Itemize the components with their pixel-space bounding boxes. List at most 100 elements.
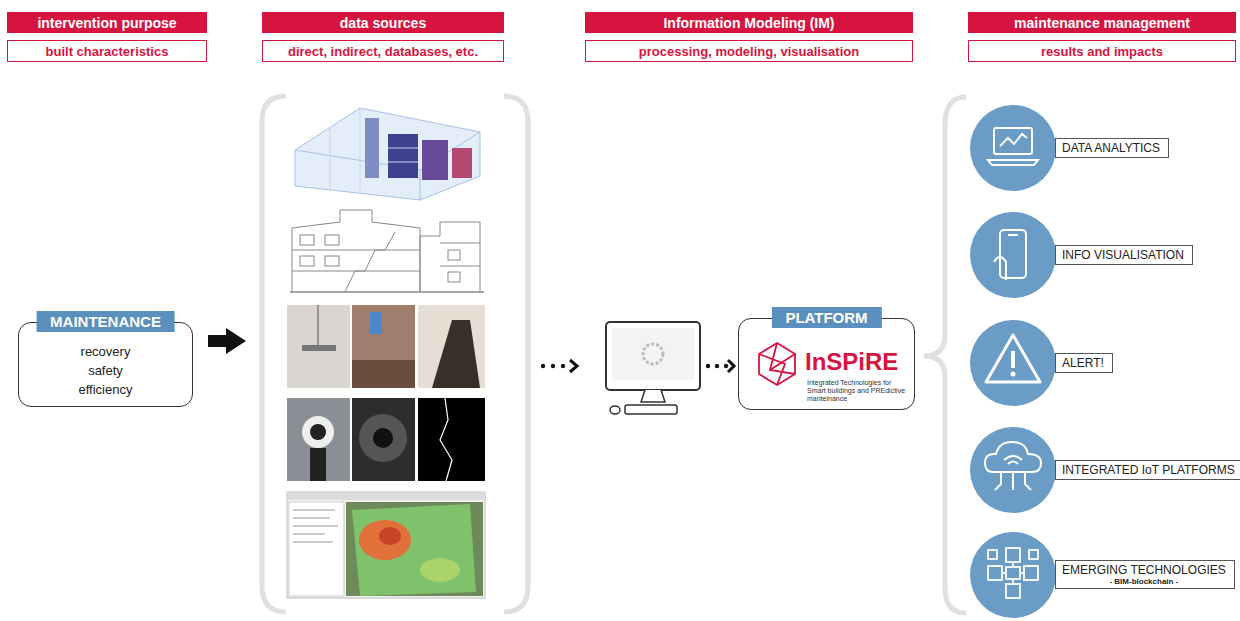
result-icon (970, 427, 1056, 513)
result-label-box: ALERT! (1055, 353, 1113, 373)
result-icon (970, 320, 1056, 406)
section-drawing (448, 272, 460, 282)
result-label: DATA ANALYTICS (1062, 141, 1160, 155)
gis-map (293, 510, 335, 511)
dotted-arrow (541, 364, 545, 368)
header-subtitle-box: direct, indirect, databases, etc. (262, 40, 504, 62)
platform-box: PLATFORMInSPiREIntegrated Technologies f… (738, 318, 915, 410)
gis-map (346, 502, 483, 596)
gis-map (287, 492, 485, 598)
gis-map (293, 518, 330, 519)
blockchain-glyph (1006, 567, 1020, 579)
result-icon (970, 532, 1056, 618)
computer-icon (625, 405, 677, 414)
blockchain-glyph (1002, 572, 1006, 574)
blockchain-glyph (1006, 584, 1020, 598)
computer-icon (606, 322, 700, 390)
column-subheading: results and impacts (1041, 44, 1163, 59)
bim-model (295, 108, 480, 200)
result-sublabel: - BIM-blockchain - (1062, 577, 1226, 586)
site-photo (302, 345, 336, 351)
alert-glyph (1011, 372, 1016, 377)
site-photo (310, 424, 326, 440)
dotted-arrow (551, 364, 555, 368)
gis-map (287, 492, 485, 598)
header-subtitle-box: built characteristics (7, 40, 207, 62)
logo-mark (759, 343, 795, 385)
section-drawing (420, 222, 480, 292)
gis-map (420, 558, 460, 582)
section-drawing (345, 232, 395, 292)
phone-glyph (994, 230, 1026, 280)
site-photo (352, 305, 415, 388)
gis-map (289, 502, 344, 596)
bim-model (388, 162, 418, 163)
gis-map (293, 542, 333, 543)
section-drawing (290, 210, 484, 292)
alert-glyph (986, 335, 1040, 382)
cloud-glyph (1025, 472, 1031, 490)
purpose-box: MAINTENANCErecovery safety efficiency (18, 322, 193, 407)
result-label-box: EMERGING TECHNOLOGIES- BIM-blockchain - (1055, 560, 1235, 589)
section-drawing (325, 256, 339, 266)
site-photo (310, 448, 326, 481)
blockchain-glyph (988, 550, 997, 559)
flow-arrow (208, 328, 246, 354)
laptop-glyph (994, 128, 1032, 154)
section-drawing (325, 235, 339, 245)
result-label: INTEGRATED IoT PLATFORMS (1062, 463, 1235, 477)
site-photo (359, 414, 407, 462)
tab-heading: MAINTENANCE (36, 311, 175, 332)
column-subheading: processing, modeling, visualisation (639, 44, 859, 59)
dotted-arrow (728, 360, 734, 372)
curly-brace (924, 97, 966, 613)
site-photo (318, 305, 319, 345)
cloud-glyph (985, 442, 1041, 472)
section-drawing (300, 256, 314, 266)
laptop-glyph (1000, 134, 1027, 146)
tab-heading: PLATFORM (771, 307, 881, 328)
result-icon (970, 105, 1056, 618)
gis-map (293, 534, 325, 535)
column-heading: intervention purpose (37, 15, 176, 31)
bracket (504, 96, 528, 612)
bracket (262, 96, 528, 612)
bim-model (452, 148, 472, 178)
bim-model (388, 148, 418, 149)
blockchain-glyph (1024, 566, 1038, 580)
alert-glyph (1011, 351, 1015, 368)
cloud-glyph (1012, 472, 1014, 490)
bim-model (422, 140, 448, 180)
computer-icon (641, 390, 665, 402)
column-subheading: direct, indirect, databases, etc. (288, 44, 478, 59)
site-photo (418, 398, 485, 481)
result-label-box: INFO VISUALISATION (1055, 245, 1193, 265)
result-label: EMERGING TECHNOLOGIES (1062, 563, 1226, 577)
header-band: maintenance management (968, 12, 1236, 33)
logo-subtitle: Integrated Technologies for Smart buildi… (807, 379, 911, 403)
cloud-glyph (985, 442, 1041, 490)
result-label-box: INTEGRATED IoT PLATFORMS (1055, 460, 1240, 480)
result-label: ALERT! (1062, 356, 1104, 370)
computer-icon (643, 344, 663, 364)
dotted-arrow (715, 364, 719, 368)
result-icon (970, 105, 1056, 191)
gis-map (379, 527, 401, 545)
site-photo (287, 305, 485, 481)
dotted-arrow (561, 364, 565, 368)
bim-model (360, 108, 361, 192)
bim-model (295, 108, 480, 200)
dotted-arrow (570, 360, 577, 372)
phone-glyph (994, 257, 1006, 280)
computer-icon (612, 328, 694, 380)
dotted-arrow (724, 364, 728, 368)
section-drawing (440, 266, 480, 267)
gis-map (293, 526, 338, 527)
laptop-glyph (988, 160, 1038, 165)
laptop-glyph (988, 128, 1038, 165)
result-label-box: DATA ANALYTICS (1055, 138, 1169, 158)
site-photo (373, 428, 393, 448)
cloud-glyph (995, 472, 1001, 490)
alert-glyph (986, 335, 1040, 382)
section-drawing (300, 235, 314, 245)
